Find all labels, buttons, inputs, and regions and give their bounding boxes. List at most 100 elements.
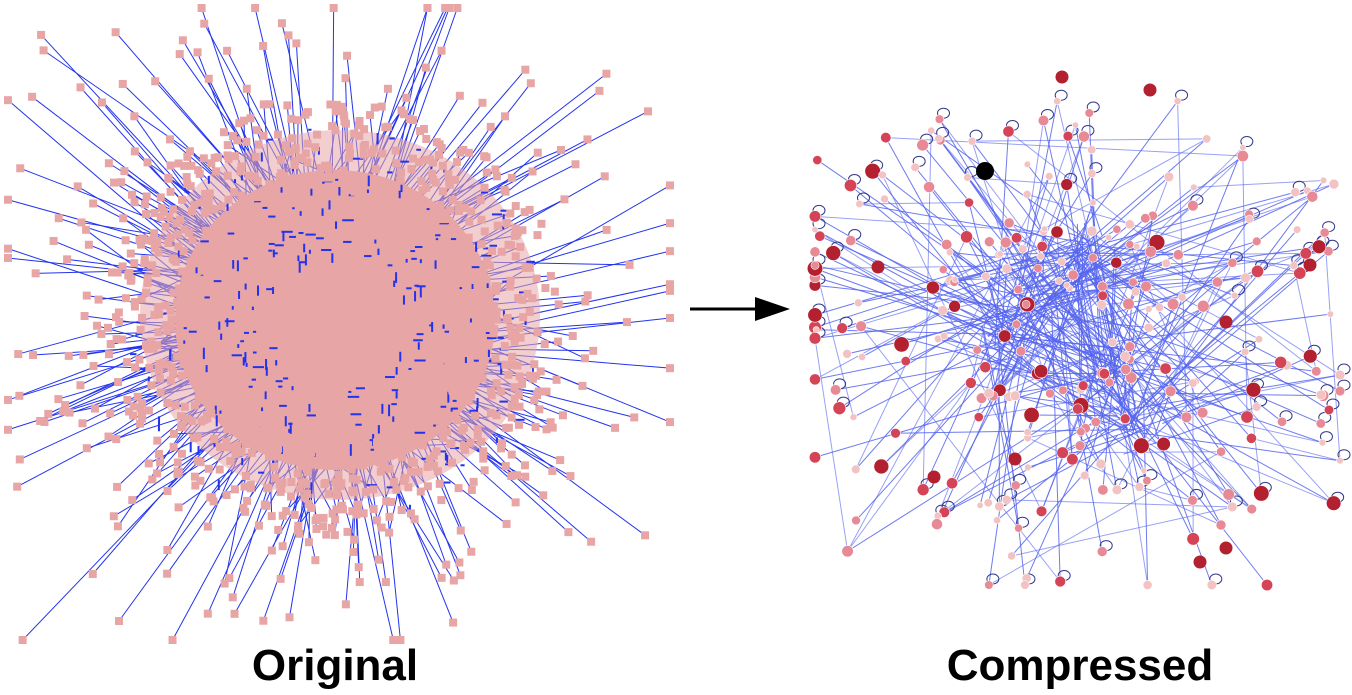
node [121, 294, 130, 303]
node [113, 522, 122, 531]
edge [1022, 248, 1253, 510]
node [1240, 410, 1254, 424]
node [507, 352, 516, 361]
node [520, 208, 529, 217]
node [369, 505, 378, 514]
edge [1031, 414, 1117, 417]
edge [814, 313, 1018, 339]
node [501, 187, 510, 196]
self-loop [1319, 431, 1333, 443]
node [420, 414, 429, 423]
node [225, 574, 234, 583]
edge [1026, 205, 1194, 289]
node [354, 447, 363, 456]
node [1097, 290, 1108, 301]
node [449, 576, 458, 585]
edge [814, 241, 1081, 328]
edge [937, 136, 1085, 517]
node [1140, 467, 1148, 474]
edge [1108, 248, 1115, 383]
node [150, 243, 159, 252]
edge [1098, 383, 1164, 445]
node [261, 189, 270, 198]
node [90, 404, 99, 413]
node [422, 183, 431, 192]
node [423, 462, 432, 471]
edge [1112, 270, 1258, 377]
node [279, 212, 288, 221]
edge [1006, 499, 1233, 508]
node [1206, 579, 1217, 591]
node [409, 459, 418, 468]
node [1002, 125, 1015, 138]
arrow-right-icon [690, 297, 790, 321]
node [507, 413, 516, 422]
node [1066, 453, 1079, 466]
node [546, 418, 555, 427]
node [334, 470, 343, 479]
node [242, 84, 251, 93]
edge [814, 268, 992, 335]
node [814, 230, 826, 242]
node [1144, 245, 1157, 258]
node [1252, 236, 1262, 246]
node [283, 101, 292, 110]
node [407, 420, 416, 429]
edge [937, 425, 1113, 517]
node [311, 143, 320, 152]
node [923, 181, 935, 193]
edge [1119, 308, 1150, 390]
node [1067, 269, 1079, 281]
node [518, 226, 527, 235]
node [492, 411, 501, 420]
node [340, 117, 349, 126]
node [994, 501, 1005, 512]
node [429, 461, 438, 470]
node [354, 508, 363, 517]
node [471, 411, 480, 420]
node [250, 172, 259, 181]
node [983, 498, 993, 508]
node [143, 279, 152, 288]
node [347, 465, 356, 474]
node [910, 162, 920, 172]
node [1087, 145, 1097, 155]
node [140, 200, 149, 209]
node [141, 341, 150, 350]
edge [814, 265, 854, 418]
node [455, 207, 464, 216]
node [259, 100, 268, 109]
node [267, 546, 276, 555]
node [855, 320, 867, 332]
node [63, 255, 72, 264]
node [171, 401, 180, 410]
node [963, 173, 972, 182]
node [138, 399, 147, 408]
node [196, 458, 205, 467]
node [118, 79, 127, 88]
edge [1091, 230, 1174, 305]
node [511, 330, 520, 339]
node [532, 274, 541, 283]
node [849, 413, 858, 421]
node [394, 444, 403, 453]
node [967, 136, 977, 146]
node [513, 471, 522, 480]
node [808, 332, 822, 345]
node [285, 613, 294, 622]
node [371, 165, 380, 174]
node [303, 489, 312, 498]
node [1326, 495, 1342, 511]
node [163, 360, 172, 369]
node [960, 230, 973, 244]
node [439, 419, 448, 428]
node [369, 485, 378, 494]
node [203, 609, 212, 618]
node [542, 425, 551, 434]
edge [1008, 262, 1167, 326]
node [228, 401, 237, 410]
node [354, 121, 363, 130]
node [556, 146, 565, 155]
node [223, 141, 232, 150]
node [1190, 183, 1198, 192]
